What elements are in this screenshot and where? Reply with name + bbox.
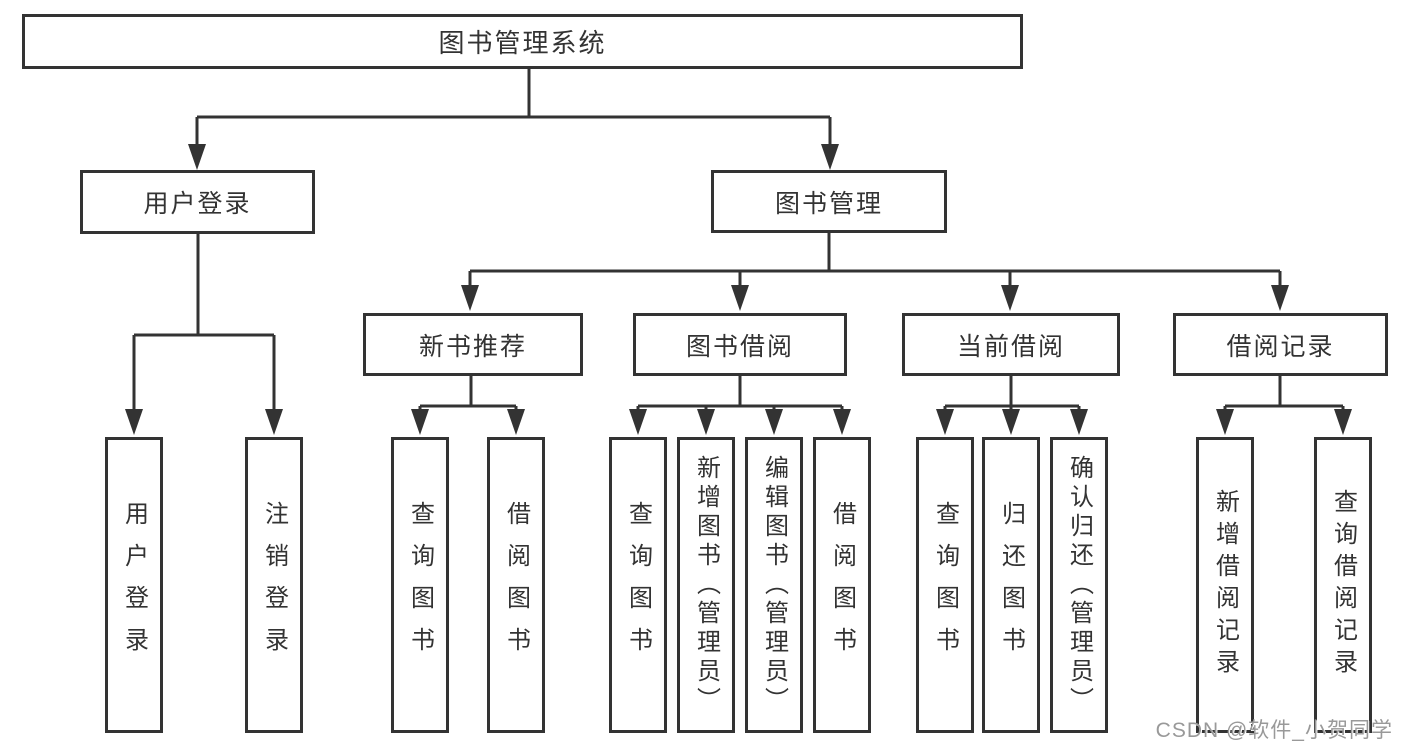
csdn-watermark: CSDN @软件_小贺同学	[1155, 719, 1393, 742]
leaf-query-borrow-record: 查询借阅记录	[1314, 437, 1372, 733]
node-borrow-records: 借阅记录	[1173, 313, 1388, 376]
node-label: 查询图书	[624, 501, 652, 669]
node-new-book-recommend: 新书推荐	[363, 313, 583, 376]
leaf-borrow-book: 借阅图书	[487, 437, 545, 733]
leaf-query-book: 查询图书	[609, 437, 667, 733]
node-label: 查询图书	[406, 501, 434, 669]
node-root-system: 图书管理系统	[22, 14, 1023, 69]
node-user-login: 用户登录	[80, 170, 315, 234]
leaf-borrow-book: 借阅图书	[813, 437, 871, 733]
leaf-query-book: 查询图书	[916, 437, 974, 733]
leaf-edit-book-admin: 编辑图书（管理员）	[745, 437, 803, 733]
node-label: 借阅记录	[1226, 332, 1335, 361]
leaf-user-login: 用户登录	[105, 437, 163, 733]
node-label: 用户登录	[143, 190, 252, 218]
leaf-query-book: 查询图书	[391, 437, 449, 733]
node-label: 图书管理	[774, 189, 883, 218]
leaf-return-book: 归还图书	[982, 437, 1040, 733]
node-label: 新增图书（管理员）	[692, 454, 720, 716]
node-label: 图书借阅	[685, 332, 794, 361]
leaf-add-borrow-record: 新增借阅记录	[1196, 437, 1254, 733]
leaf-confirm-return-admin: 确认归还（管理员）	[1050, 437, 1108, 733]
node-label: 当前借阅	[956, 332, 1065, 361]
node-label: 查询图书	[931, 501, 959, 669]
node-book-management: 图书管理	[711, 170, 947, 233]
node-label: 查询借阅记录	[1329, 489, 1357, 681]
node-label: 注销登录	[260, 501, 288, 669]
node-label: 新书推荐	[418, 332, 527, 361]
node-label: 图书管理系统	[438, 28, 607, 58]
node-label: 归还图书	[997, 501, 1025, 669]
node-label: 确认归还（管理员）	[1065, 454, 1093, 716]
node-label: 借阅图书	[502, 501, 530, 669]
node-current-borrow: 当前借阅	[902, 313, 1120, 376]
node-label: 编辑图书（管理员）	[760, 454, 788, 716]
leaf-add-book-admin: 新增图书（管理员）	[677, 437, 735, 733]
node-label: 新增借阅记录	[1211, 489, 1239, 681]
node-book-borrow: 图书借阅	[633, 313, 847, 376]
node-label: 借阅图书	[828, 501, 856, 669]
node-label: 用户登录	[120, 501, 148, 669]
leaf-logout: 注销登录	[245, 437, 303, 733]
